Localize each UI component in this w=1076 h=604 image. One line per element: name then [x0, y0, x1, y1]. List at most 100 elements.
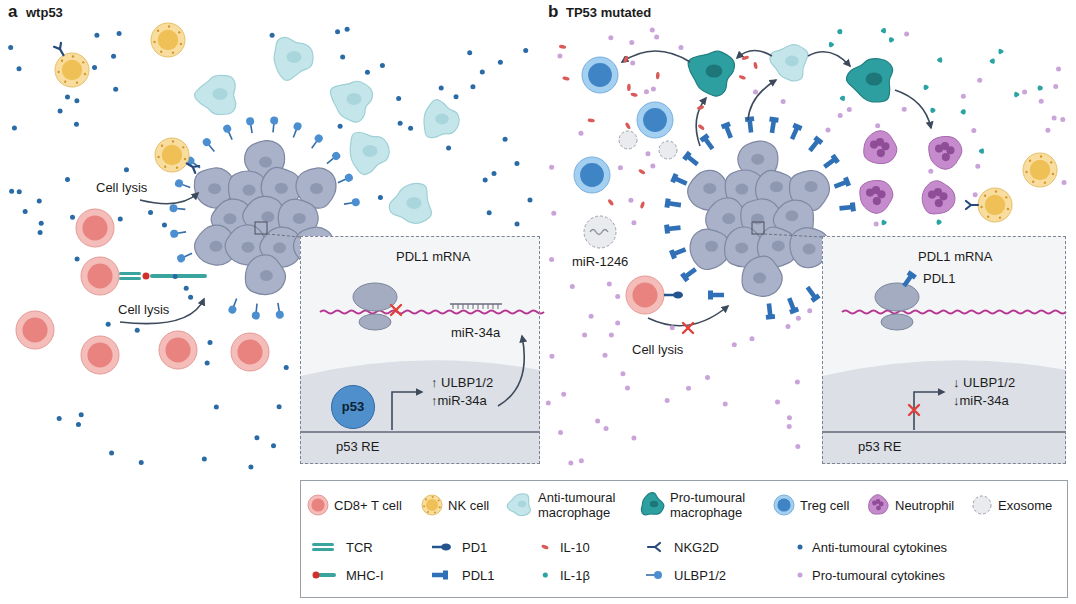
- tumour-cell-nucleus: [273, 242, 286, 253]
- mhc-i: [150, 274, 207, 278]
- il-1b: [543, 572, 548, 577]
- cytokine: [705, 375, 710, 380]
- drawing-part: [169, 204, 178, 213]
- tcr: [312, 543, 334, 546]
- nk-granule: [64, 81, 66, 83]
- drawing-part: [338, 179, 346, 183]
- nucleus: [822, 360, 1066, 464]
- cytokine: [515, 222, 520, 227]
- cytokine: [618, 165, 623, 170]
- tumour-cell-nucleus: [735, 242, 748, 253]
- tumour-cell-nucleus: [753, 273, 766, 284]
- cytokine: [686, 386, 691, 391]
- cd8-t-cell: [626, 276, 664, 314]
- tumour-cell-nucleus: [293, 213, 306, 224]
- cytokine: [271, 443, 276, 448]
- node-text: ↓miR-34a: [953, 393, 1009, 408]
- il-1b: [924, 85, 929, 90]
- drawing-part: [804, 285, 821, 303]
- nk-granule: [438, 499, 440, 501]
- neutrophil: [869, 495, 888, 514]
- cytokine: [798, 545, 803, 550]
- cytokine: [630, 61, 635, 66]
- ulbp-ligand: [336, 172, 354, 186]
- cytokine: [651, 87, 656, 92]
- nkg2d-receptor: [648, 543, 660, 551]
- mrna: [842, 311, 1066, 314]
- ribosome: [875, 283, 919, 311]
- cytokine: [1062, 180, 1067, 185]
- nk-granule: [427, 511, 429, 513]
- cytokine: [1056, 67, 1061, 72]
- cd8-t-cell: [81, 336, 119, 374]
- il-10: [541, 544, 549, 550]
- nkg2d-receptor: [54, 43, 67, 57]
- neutrophil-lobe: [877, 190, 885, 198]
- inset-art: [300, 236, 544, 464]
- nk-granule: [425, 499, 427, 501]
- cytokine: [549, 165, 554, 170]
- drawing-part: [170, 229, 179, 238]
- cytokine: [188, 295, 193, 300]
- ulbp-ligand: [274, 302, 284, 319]
- cytokine: [551, 211, 556, 216]
- il-1b: [1038, 85, 1043, 90]
- cytokine: [254, 435, 259, 440]
- pdl1-ligand: [785, 296, 799, 314]
- cytokine: [775, 399, 780, 404]
- legend-text: Pro-tumoural cytokines: [812, 568, 945, 583]
- cytokine: [796, 316, 801, 321]
- cytokine: [202, 457, 207, 462]
- drawing-part: [255, 304, 257, 313]
- nk-cell-nucleus: [985, 195, 1005, 215]
- block-cross: [391, 305, 401, 315]
- drawing-part: [966, 201, 978, 209]
- nk-granule: [61, 60, 63, 62]
- tumour-cell-nucleus: [310, 183, 323, 194]
- cytokine: [678, 45, 683, 50]
- drawing-part: [201, 137, 212, 148]
- nk-granule: [987, 216, 989, 218]
- legend-text: Exosome: [998, 498, 1052, 513]
- nk-granule: [182, 146, 184, 148]
- inset-ground: [300, 236, 540, 464]
- cytokine: [378, 195, 383, 200]
- cytokine: [609, 333, 614, 338]
- mirna-pairing: [478, 304, 479, 309]
- cytokine: [208, 340, 213, 345]
- cytokine: [787, 415, 792, 420]
- pd1-receptor: [432, 544, 451, 551]
- macrophage: [330, 81, 372, 122]
- drawing-part: [768, 116, 779, 133]
- nk-granule: [161, 145, 163, 147]
- arrow: [696, 98, 706, 146]
- drawing-part: [246, 117, 255, 126]
- drawing-part: [209, 144, 215, 151]
- cytokine: [111, 54, 116, 59]
- drawing-part: [699, 133, 716, 151]
- drawing-part: [785, 296, 799, 314]
- treg-cell: [637, 102, 673, 138]
- nk-cell: [55, 53, 89, 87]
- cytokine: [561, 392, 566, 397]
- node-text: p53: [332, 386, 374, 428]
- il-1b: [937, 219, 942, 224]
- cd8-t-cell-nucleus: [311, 498, 324, 511]
- legend-text: Neutrophil: [895, 498, 954, 513]
- cytokine: [795, 444, 800, 449]
- nk-cell-nucleus: [1030, 160, 1050, 180]
- macrophage: [688, 51, 734, 96]
- il-10: [697, 105, 705, 111]
- inset-art: [822, 236, 1066, 464]
- panel-letter: a: [8, 2, 17, 21]
- cytokine: [527, 197, 532, 202]
- node-text: ↑miR-34a: [431, 393, 487, 408]
- ulbp-ligand: [169, 204, 186, 214]
- cytokine: [568, 461, 573, 466]
- tumour-cell-nucleus: [261, 211, 274, 222]
- pdl1-ligand: [708, 291, 724, 300]
- cytokine: [173, 274, 178, 279]
- legend-text: IL-10: [560, 540, 590, 555]
- treg-cell: [574, 157, 610, 193]
